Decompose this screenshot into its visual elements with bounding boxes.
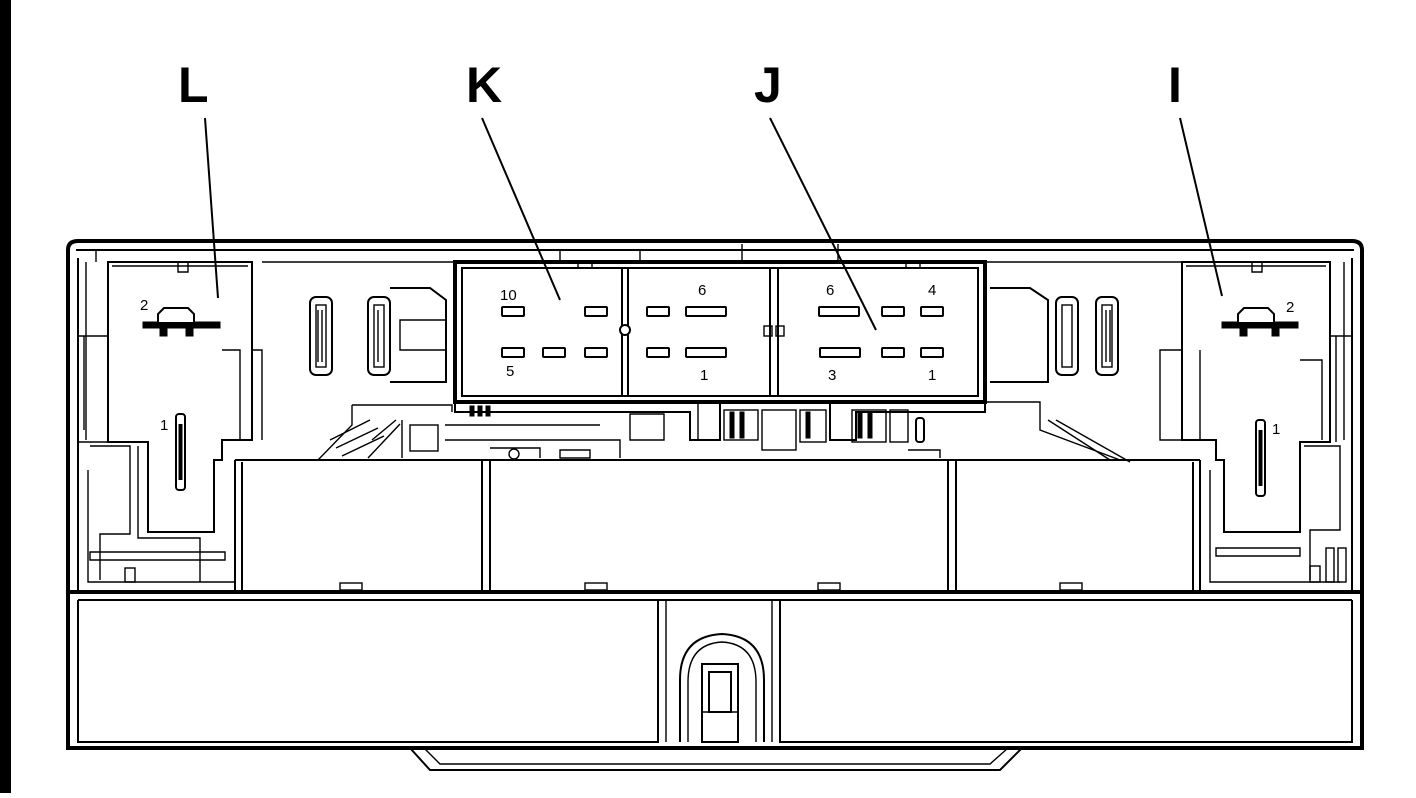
connector-I-pin-label-1: 1 xyxy=(1272,421,1280,438)
leader-L xyxy=(204,117,219,299)
leader-J xyxy=(769,117,877,331)
leader-K xyxy=(481,117,561,301)
connector-L-pin2-leg xyxy=(159,327,168,337)
callout-J: J xyxy=(754,57,782,113)
left-border xyxy=(0,0,11,793)
connector-J-pin-label-6: 6 xyxy=(826,282,834,299)
connector-I-pin-label-2: 2 xyxy=(1286,299,1294,316)
callout-L: L xyxy=(178,57,209,113)
connector-I-housing xyxy=(1159,261,1352,583)
connector-J xyxy=(775,267,979,397)
connector-L-pin-label-1: 1 xyxy=(160,417,168,434)
connector-K-pin-label-1: 1 xyxy=(700,367,708,384)
connector-L-housing xyxy=(78,250,263,583)
connector-K-pin-label-10: 10 xyxy=(500,287,517,304)
connector-K xyxy=(462,267,773,397)
connector-J-pin-label-3: 3 xyxy=(828,367,836,384)
housing-outline xyxy=(66,239,1364,592)
connector-J-pin-label-4: 4 xyxy=(928,282,936,299)
callout-K: K xyxy=(466,57,502,113)
middle-panel xyxy=(234,459,1201,592)
connector-K-pin-label-5: 5 xyxy=(506,363,514,380)
connector-L-pins xyxy=(142,307,221,491)
latch-right xyxy=(985,261,1182,383)
connector-L-pin-label-2: 2 xyxy=(140,297,148,314)
connector-J-pin-label-1: 1 xyxy=(928,367,936,384)
latch-left xyxy=(262,261,455,383)
bottom-cover xyxy=(66,590,1364,771)
connector-K-pin-label-6: 6 xyxy=(698,282,706,299)
leader-I xyxy=(1179,117,1223,297)
connector-I-pins xyxy=(1221,307,1299,497)
callout-I: I xyxy=(1168,57,1182,113)
internal-details xyxy=(317,401,1131,463)
connector-K-pin-slot xyxy=(501,306,525,317)
